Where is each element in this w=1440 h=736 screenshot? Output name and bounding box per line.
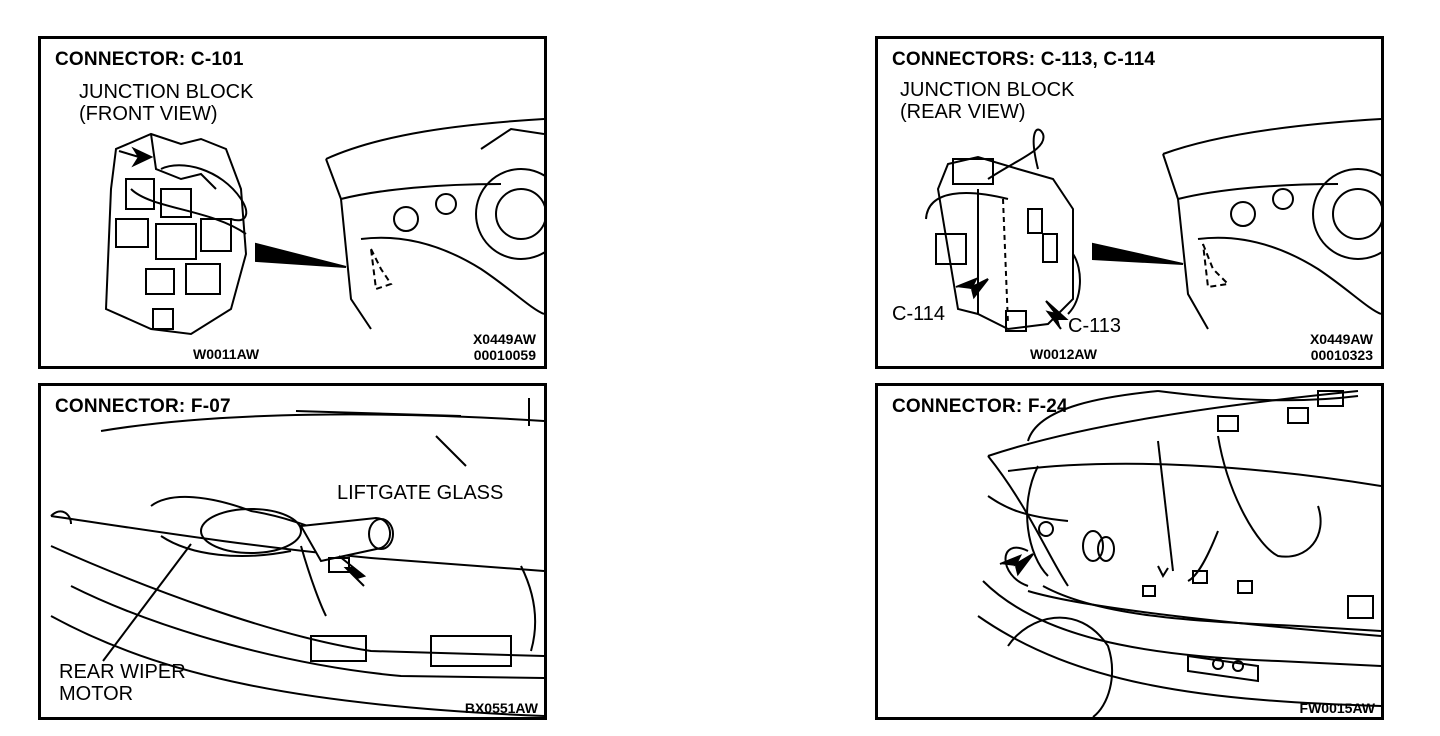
callout-c114: C-114 (892, 303, 945, 325)
panel-connector-c101: CONNECTOR: C-101 JUNCTION BLOCK (FRONT V… (38, 36, 547, 369)
panel-title: CONNECTOR: F-24 (892, 396, 1068, 417)
pointer-wedge-icon (255, 242, 347, 268)
panel-connector-f07: CONNECTOR: F-07 LIFTGATE GLASS REAR WIPE… (38, 383, 547, 720)
c114-arrow-icon (955, 277, 989, 300)
junction-block-rear-illustration (925, 118, 1381, 332)
figure-code: W0012AW (1030, 346, 1097, 362)
figure-code-right: X0449AW 00010059 (472, 331, 536, 363)
figure-code: FW0015AW (1299, 700, 1375, 716)
panel-title: CONNECTORS: C-113, C-114 (892, 49, 1156, 70)
rear-quarter-harness-illustration (977, 390, 1381, 717)
c113-arrow-icon (1045, 300, 1069, 330)
junction-block-label: JUNCTION BLOCK (FRONT VIEW) (79, 81, 254, 125)
panel-connectors-c113-c114: CONNECTORS: C-113, C-114 JUNCTION BLOCK … (875, 36, 1384, 369)
liftgate-glass-label: LIFTGATE GLASS (337, 482, 504, 504)
pointer-wedge-icon (1092, 242, 1184, 265)
figure-code: W0011AW (193, 346, 260, 362)
connector-arrow-icon (999, 553, 1034, 577)
figure-code-right: X0449AW 00010323 (1309, 331, 1373, 363)
connector-arrow-icon (338, 555, 367, 587)
rear-wiper-motor-label: REAR WIPER MOTOR (59, 661, 186, 705)
junction-block-label: JUNCTION BLOCK (REAR VIEW) (900, 79, 1075, 123)
panel-title: CONNECTOR: C-101 (55, 49, 244, 70)
junction-block-front-illustration (104, 118, 544, 336)
figure-code: BX0551AW (464, 700, 538, 716)
connector-arrow-icon (118, 146, 154, 168)
rear-wiper-motor-illustration (50, 398, 544, 717)
panel-connector-f24: CONNECTOR: F-24 FW0015AW (875, 383, 1384, 720)
panel-title: CONNECTOR: F-07 (55, 396, 231, 417)
callout-c113: C-113 (1068, 315, 1121, 337)
